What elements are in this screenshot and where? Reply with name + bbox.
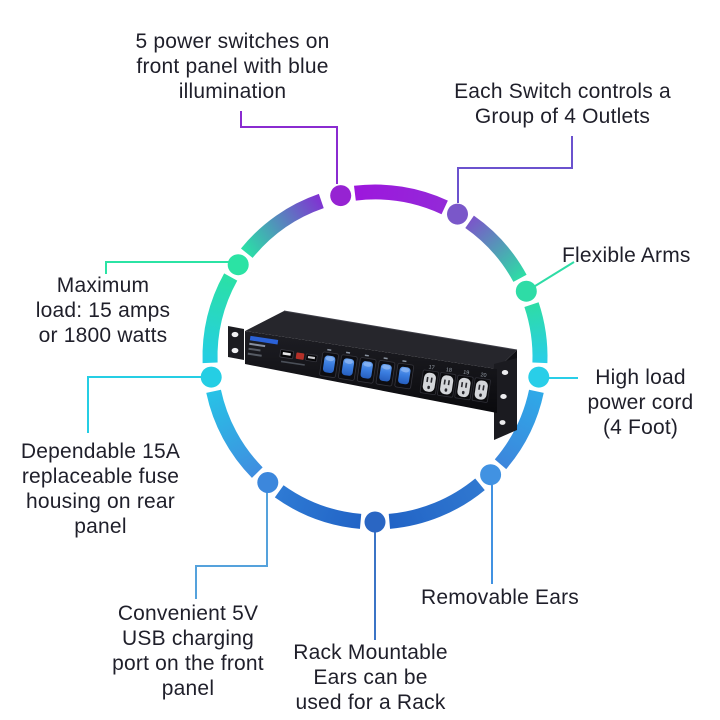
ring-segment	[202, 273, 238, 364]
connector-dependable-fuse	[87, 376, 203, 433]
chassis-top-edge	[283, 310, 518, 351]
usb-port-icon	[305, 353, 318, 363]
outlet-label: 20	[480, 372, 487, 379]
ring-segment	[465, 215, 527, 282]
callout-removable-ears: Removable Ears	[420, 586, 580, 609]
outlet: 20	[471, 372, 491, 403]
model-text	[247, 352, 262, 357]
outlet: 19	[454, 370, 474, 401]
power-switches	[319, 348, 415, 390]
outlet-label: 17	[428, 365, 435, 372]
rack-ear-left	[228, 326, 244, 360]
callout-five-power-switches: 5 power switches on front panel with blu…	[135, 30, 330, 103]
power-switch	[375, 357, 396, 387]
outlet: 17	[419, 365, 439, 396]
ring-dots	[200, 185, 550, 533]
power-switch	[394, 360, 415, 390]
ring-dot-convenient-usb	[257, 472, 279, 493]
ring-dot-five-power-switches	[330, 185, 352, 207]
usb-port-icon	[279, 349, 294, 360]
ring-segment	[388, 478, 485, 529]
ring-dot-dependable-fuse	[200, 366, 222, 388]
callout-maximum-load: Maximum load: 15 amps or 1800 watts	[35, 274, 171, 347]
rack-ear-right	[494, 358, 517, 440]
power-switch	[338, 351, 358, 381]
model-text	[248, 347, 261, 352]
outlet: 18	[437, 367, 457, 398]
connector-five-power-switches	[240, 111, 338, 184]
connector-convenient-usb	[195, 491, 268, 599]
callout-dependable-fuse: Dependable 15A replaceable fuse housing …	[20, 440, 181, 538]
outlet-label: 19	[463, 370, 470, 377]
power-switch	[319, 348, 339, 378]
ring-dot-removable-ears	[480, 464, 502, 486]
ring-segment	[353, 184, 448, 215]
callout-flexible-arms: Flexible Arms	[562, 244, 691, 267]
callout-high-load-cord: High load power cord (4 Foot)	[587, 366, 694, 439]
connector-maximum-load	[105, 261, 230, 274]
ring-dot-rack-mountable-ears	[364, 511, 386, 533]
product-image: 17 18	[228, 310, 518, 440]
fuse-icon	[295, 352, 305, 360]
chassis-top	[245, 311, 517, 369]
brand-subtext	[249, 342, 266, 348]
front-panel-details: 17 18	[247, 335, 491, 403]
ring-segments	[202, 184, 548, 529]
outlets: 17 18	[419, 365, 491, 403]
outlet-label: 18	[445, 367, 452, 374]
ring-segment	[240, 193, 324, 259]
ring-segment	[274, 485, 362, 529]
ring-dot-flexible-arms	[515, 280, 537, 302]
ring-segment	[206, 389, 263, 478]
connector-each-switch-group	[457, 136, 573, 203]
ring-dot-maximum-load	[227, 254, 249, 276]
power-switch	[356, 354, 377, 384]
ring-segment	[524, 302, 548, 364]
panel-caption	[280, 360, 305, 366]
ring-dot-each-switch-group	[447, 203, 468, 225]
callout-each-switch-group: Each Switch controls a Group of 4 Outlet…	[454, 80, 671, 128]
ring-segment	[494, 389, 544, 470]
callout-convenient-usb: Convenient 5V USB charging port on the f…	[112, 602, 264, 700]
ring-dot-high-load-cord	[528, 366, 550, 388]
callout-rack-mountable-ears: Rack Mountable Ears can be used for a Ra…	[293, 641, 448, 714]
brand-logo	[249, 335, 279, 345]
